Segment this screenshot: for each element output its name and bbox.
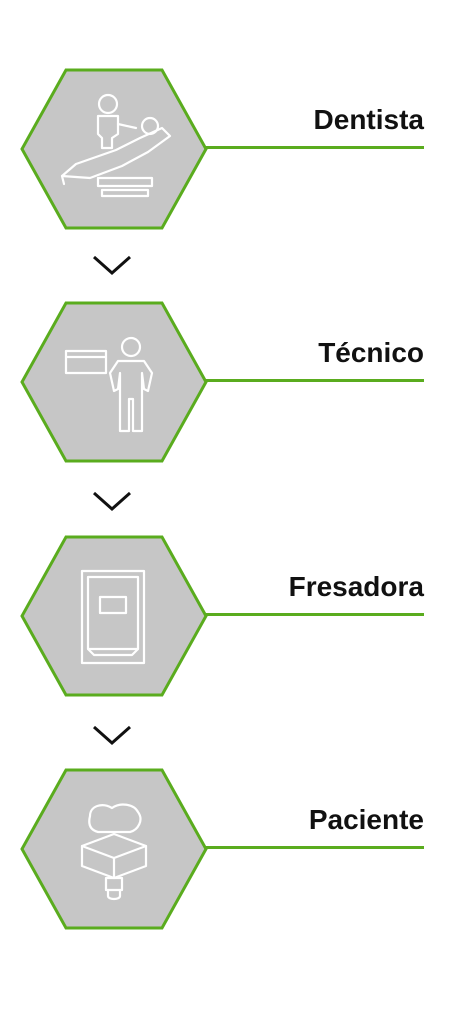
chevron-down-icon <box>93 255 131 276</box>
step-tecnico: Técnico <box>0 301 468 463</box>
hexagon-dentista <box>20 68 208 230</box>
step-fresadora: Fresadora <box>0 535 468 697</box>
milling-machine-icon <box>80 569 146 665</box>
chevron-down-icon <box>93 491 131 512</box>
step-label-fresadora: Fresadora <box>288 571 424 602</box>
dentist-chair-icon <box>60 93 172 198</box>
chevron-down-icon <box>93 725 131 746</box>
hexagon-tecnico <box>20 301 208 463</box>
step-underline <box>205 846 424 849</box>
step-label-paciente: Paciente <box>308 804 424 835</box>
step-underline <box>205 613 424 616</box>
step-underline <box>205 146 424 149</box>
hexagon-fresadora <box>20 535 208 697</box>
dental-crown-icon <box>80 803 148 901</box>
step-paciente: Paciente <box>0 768 468 930</box>
technician-icon <box>64 336 154 433</box>
step-label-dentista: Dentista <box>313 104 424 135</box>
step-label-tecnico: Técnico <box>318 337 424 368</box>
step-underline <box>205 379 424 382</box>
step-dentista: Dentista <box>0 68 468 230</box>
hexagon-paciente <box>20 768 208 930</box>
